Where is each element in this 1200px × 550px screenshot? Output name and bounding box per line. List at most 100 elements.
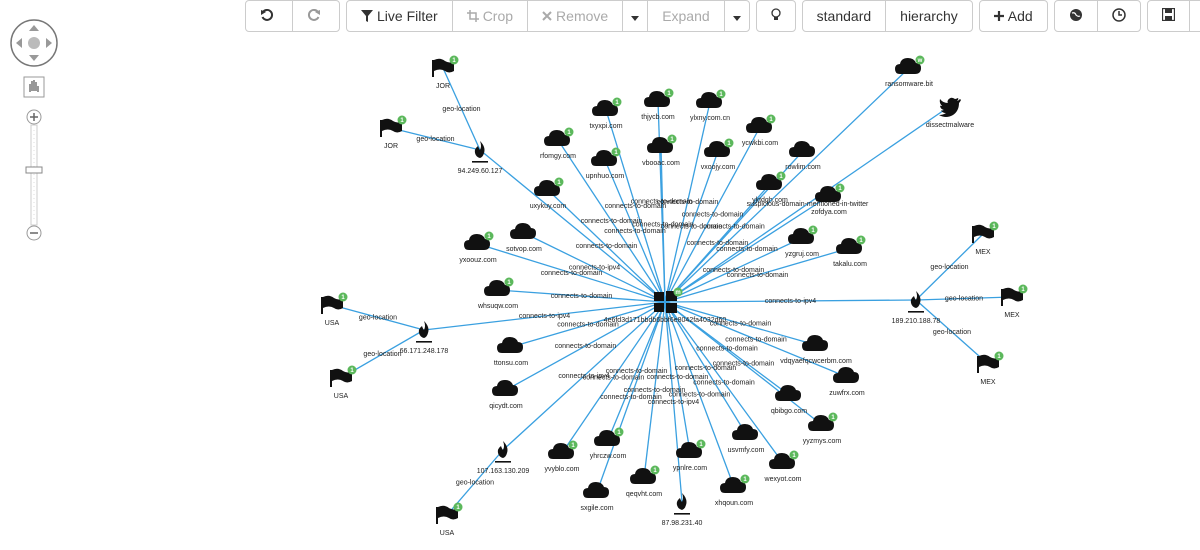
graph-edge[interactable] bbox=[664, 247, 851, 303]
graph-edge[interactable] bbox=[607, 301, 666, 441]
graph-edge[interactable] bbox=[390, 127, 481, 151]
graph-edge[interactable] bbox=[502, 301, 666, 451]
pan-up-icon[interactable] bbox=[29, 25, 39, 31]
hierarchy-layout-button[interactable]: hierarchy bbox=[886, 1, 972, 31]
graph-node[interactable]: zuwfrx.com bbox=[829, 367, 865, 397]
graph-edge[interactable] bbox=[664, 183, 771, 303]
hint-button[interactable] bbox=[757, 1, 795, 31]
graph-edge[interactable] bbox=[477, 243, 666, 303]
graph-edge[interactable] bbox=[915, 233, 984, 301]
timeline-view-button[interactable] bbox=[1098, 1, 1140, 31]
graph-node[interactable]: sotvop.com bbox=[506, 223, 542, 253]
save-button[interactable] bbox=[1148, 1, 1190, 31]
graph-edge[interactable] bbox=[664, 195, 830, 303]
graph-edge[interactable] bbox=[523, 232, 666, 303]
graph-edge[interactable] bbox=[915, 296, 1013, 301]
remove-dropdown-button[interactable] bbox=[623, 1, 649, 31]
graph-edge[interactable] bbox=[664, 301, 848, 378]
standard-layout-button[interactable]: standard bbox=[803, 1, 887, 31]
expand-button[interactable]: Expand bbox=[648, 1, 725, 31]
graph-edge[interactable] bbox=[497, 289, 666, 303]
redo-button[interactable] bbox=[293, 1, 339, 31]
graph-edge[interactable] bbox=[423, 301, 666, 331]
graph-node[interactable]: qicydt.com bbox=[489, 380, 523, 410]
graph-node[interactable]: 94.249.60.127 bbox=[458, 141, 503, 175]
graph-node[interactable]: 87.98.231.40 bbox=[662, 493, 703, 527]
graph-edge[interactable] bbox=[664, 150, 719, 303]
graph-edge[interactable] bbox=[660, 146, 666, 303]
graph-edge[interactable] bbox=[596, 301, 666, 493]
graph-edge[interactable] bbox=[664, 301, 691, 453]
graph-edge[interactable] bbox=[664, 301, 784, 464]
graph-edge[interactable] bbox=[479, 149, 666, 303]
graph-node[interactable]: rowlim.com bbox=[785, 141, 821, 171]
graph-edge[interactable] bbox=[664, 301, 823, 426]
graph-node[interactable]: dissectmalware bbox=[926, 97, 974, 129]
graph-edge[interactable] bbox=[664, 67, 910, 303]
graph-edge[interactable] bbox=[664, 301, 683, 503]
pan-left-icon[interactable] bbox=[16, 38, 22, 48]
graph-edge[interactable] bbox=[664, 301, 817, 346]
hand-tool-icon[interactable] bbox=[23, 76, 45, 98]
zoom-in-icon[interactable] bbox=[26, 109, 42, 125]
graph-node[interactable]: qbibgo.com bbox=[771, 385, 807, 415]
pan-right-icon[interactable] bbox=[46, 38, 52, 48]
add-button[interactable]: Add bbox=[980, 1, 1047, 31]
pan-control[interactable] bbox=[10, 19, 58, 67]
graph-edge[interactable] bbox=[510, 301, 666, 348]
graph-node[interactable]: vdqyaefqcwcerbm.com bbox=[780, 335, 852, 365]
graph-edge[interactable] bbox=[915, 299, 989, 365]
graph-edge[interactable] bbox=[442, 67, 481, 151]
graph-edge[interactable] bbox=[664, 299, 917, 303]
graph-edge[interactable] bbox=[664, 105, 951, 303]
graph-edge[interactable] bbox=[557, 139, 666, 303]
graph-edge[interactable] bbox=[664, 101, 711, 303]
zoom-slider-handle[interactable] bbox=[25, 166, 43, 174]
graph-node[interactable]: 189.210.188.78 bbox=[892, 291, 941, 325]
graph-node[interactable]: sxgile.com bbox=[580, 482, 614, 512]
graph-edge[interactable] bbox=[605, 109, 666, 303]
expand-dropdown-button[interactable] bbox=[725, 1, 749, 31]
crop-button[interactable]: Crop bbox=[453, 1, 529, 31]
graph-edge[interactable] bbox=[664, 237, 803, 303]
map-view-button[interactable] bbox=[1055, 1, 1098, 31]
graph-edge[interactable] bbox=[643, 301, 666, 479]
graph-node[interactable]: 66.171.248.178 bbox=[400, 321, 449, 355]
graph-edge[interactable] bbox=[604, 159, 666, 303]
graph-edge[interactable] bbox=[505, 301, 666, 391]
graph-node[interactable]: ttonsu.com bbox=[494, 337, 528, 367]
graph-edge[interactable] bbox=[331, 304, 425, 331]
